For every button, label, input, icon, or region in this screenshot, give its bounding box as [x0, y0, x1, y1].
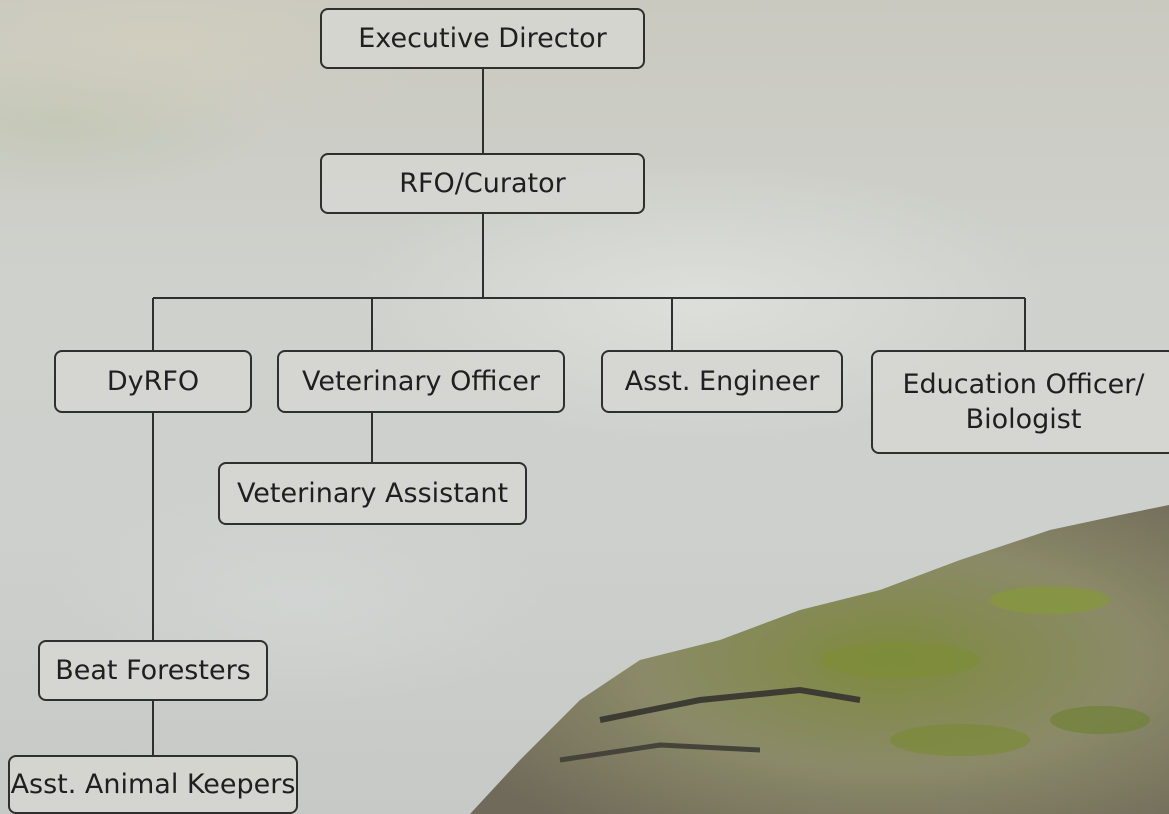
beat-foresters-box: Beat Foresters — [38, 640, 268, 701]
education-officer-biologist-box: Education Officer/ Biologist — [871, 350, 1169, 454]
dyrfo-box: DyRFO — [54, 350, 252, 413]
veterinary-assistant-box: Veterinary Assistant — [218, 462, 527, 525]
asst-engineer-box: Asst. Engineer — [601, 350, 843, 413]
veterinary-officer-box: Veterinary Officer — [277, 350, 565, 413]
executive-director-box: Executive Director — [320, 8, 645, 69]
rfo-curator-box: RFO/Curator — [320, 153, 645, 214]
asst-animal-keepers-box: Asst. Animal Keepers — [8, 755, 298, 814]
